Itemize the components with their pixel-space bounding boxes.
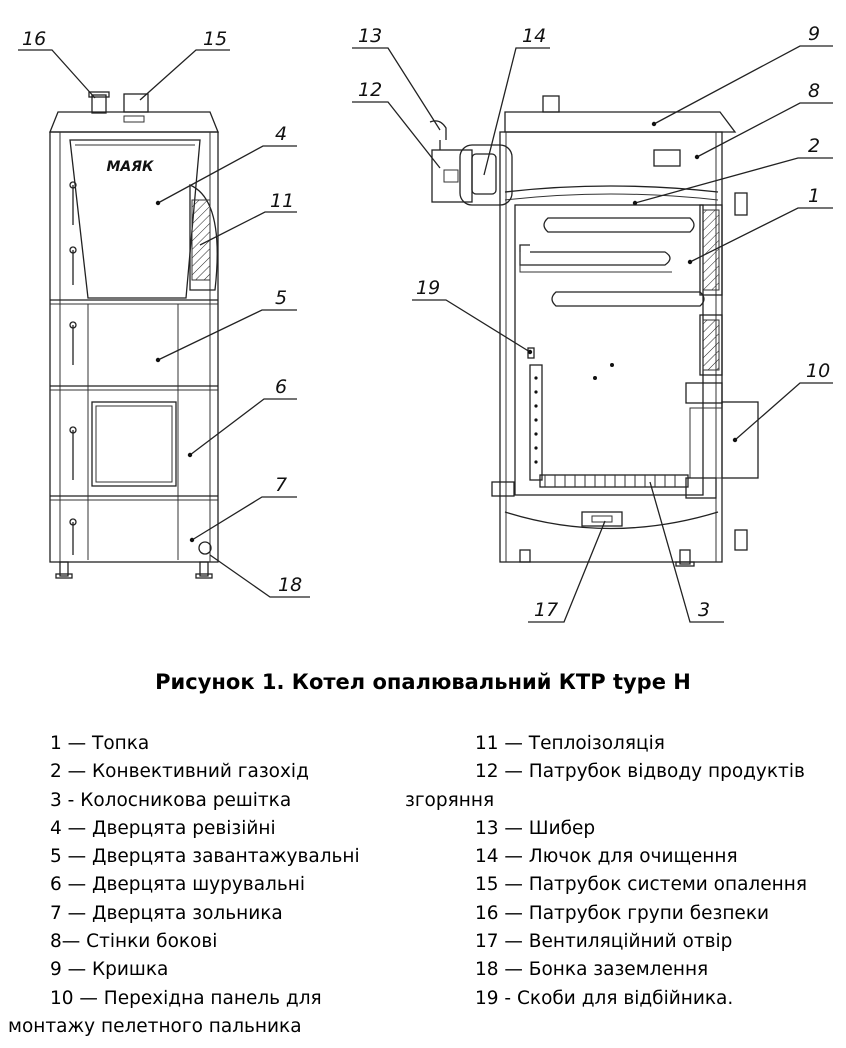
callout-16: 16	[22, 28, 46, 50]
legend-item: 10 — Перехідна панель для	[50, 987, 322, 1009]
callout-17: 17	[534, 599, 558, 621]
legend-item: 19 - Скоби для відбійника.	[475, 987, 734, 1009]
legend-item: 17 — Вентиляційний отвір	[475, 931, 733, 953]
boiler-front-view	[49, 91, 219, 579]
callout-5: 5	[275, 287, 287, 309]
callout-15: 15	[203, 28, 227, 50]
legend-item: 16 — Патрубок групи безпеки	[475, 902, 770, 924]
callout-19: 19	[416, 277, 440, 299]
callout-13: 13	[358, 25, 382, 47]
callout-6: 6	[275, 376, 287, 398]
callout-2: 2	[808, 135, 820, 157]
legend-item: 6 — Дверцята шурувальні	[50, 874, 305, 896]
callout-10: 10	[806, 360, 830, 382]
flue-outlet	[429, 120, 513, 206]
legend-item: 4 — Дверцята ревізійні	[50, 817, 276, 839]
figure-caption: Рисунок 1. Котел опалювальний КТР type H	[155, 670, 691, 694]
legend-item: 12 — Патрубок відводу продуктів	[475, 761, 805, 783]
legend-item: 9 — Кришка	[50, 959, 169, 981]
legend-item: 18 — Бонка заземлення	[475, 959, 709, 981]
legend-item: 2 — Конвективний газохід	[50, 761, 309, 783]
callout-9: 9	[808, 23, 820, 45]
callout-3: 3	[698, 599, 710, 621]
legend-item: 14 — Лючок для очищення	[475, 846, 738, 868]
legend-item: 3 - Колосникова решітка	[50, 789, 292, 811]
legend-right: 11 — Теплоізоляція 12 — Патрубок відводу…	[405, 730, 807, 1013]
leader-dots	[155, 121, 738, 543]
legend-item: 15 — Патрубок системи опалення	[475, 874, 807, 896]
callout-7: 7	[275, 474, 287, 496]
legend-item-continuation: монтажу пелетного пальника	[8, 1015, 302, 1037]
callout-labels: 16 15 4 11 5 6 7 18 13 14 12 9 8 2 1 19 …	[22, 23, 830, 621]
callout-4: 4	[275, 123, 287, 145]
legend-item-continuation: згоряння	[405, 789, 495, 811]
legend-item: 7 — Дверцята зольника	[50, 902, 283, 924]
callout-1: 1	[808, 185, 820, 207]
legend-item: 5 — Дверцята завантажувальні	[50, 846, 360, 868]
callout-11: 11	[270, 190, 294, 212]
boiler-drawing: МАЯК	[18, 23, 833, 623]
callout-18: 18	[278, 574, 302, 596]
legend-left: 1 — Топка 2 — Конвективний газохід 3 - К…	[8, 730, 360, 1041]
callout-14: 14	[522, 25, 546, 47]
leader-lines	[18, 45, 833, 623]
legend-item: 13 — Шибер	[475, 817, 596, 839]
legend-item: 1 — Топка	[50, 733, 150, 754]
callout-12: 12	[358, 79, 382, 101]
boiler-section-view	[491, 95, 759, 567]
brand-label: МАЯК	[107, 159, 155, 175]
callout-8: 8	[808, 80, 820, 102]
legend-item: 11 — Теплоізоляція	[475, 733, 665, 754]
legend-item: 8— Стінки бокові	[50, 931, 218, 953]
